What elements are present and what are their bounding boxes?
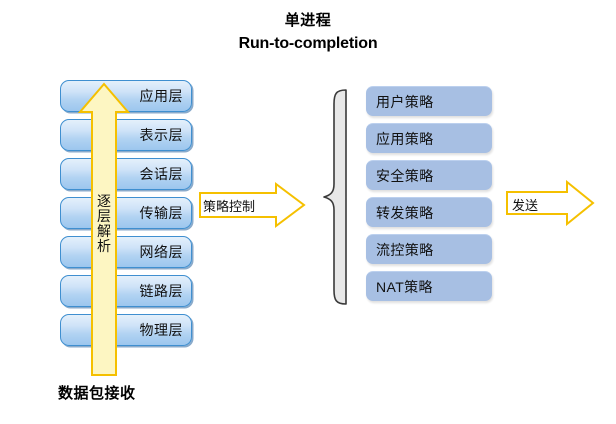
layer-label: 传输层: [139, 205, 183, 221]
send-arrow-label: 发送: [512, 198, 539, 213]
layer-box-session[interactable]: 会话层: [60, 158, 192, 190]
policy-label: 流控策略: [376, 241, 434, 258]
policy-box-forwarding[interactable]: 转发策略: [366, 197, 492, 227]
policy-box-user[interactable]: 用户策略: [366, 86, 492, 116]
parse-char: 逐: [97, 193, 111, 209]
parse-char: 解: [97, 222, 111, 239]
layer-label: 会话层: [139, 166, 183, 182]
policy-label: 转发策略: [376, 204, 434, 221]
layer-label: 链路层: [139, 283, 183, 299]
policy-label: 应用策略: [376, 130, 434, 147]
policy-box-application[interactable]: 应用策略: [366, 123, 492, 153]
packet-receive-caption: 数据包接收: [58, 385, 136, 402]
parse-char: 析: [97, 237, 111, 254]
layer-label: 物理层: [139, 322, 183, 338]
policy-control-arrow-label: 策略控制: [203, 199, 256, 214]
policy-box-security[interactable]: 安全策略: [366, 160, 492, 190]
layer-box-datalink[interactable]: 链路层: [60, 275, 192, 307]
diagram-title: 单进程 Run-to-completion: [0, 10, 616, 55]
policy-box-nat[interactable]: NAT策略: [366, 271, 492, 301]
osi-layer-stack: 应用层 表示层 会话层 传输层 网络层 链路层 物理层: [60, 80, 196, 346]
parse-char: 层: [97, 207, 111, 224]
title-line-chinese: 单进程: [284, 12, 332, 29]
layer-box-transport[interactable]: 传输层: [60, 197, 192, 229]
layer-box-application[interactable]: 应用层: [60, 80, 192, 112]
policy-label: 用户策略: [376, 93, 434, 110]
policy-label: 安全策略: [376, 167, 434, 184]
layer-label: 应用层: [139, 88, 183, 104]
policy-stack: 用户策略 应用策略 安全策略 转发策略 流控策略 NAT策略: [366, 86, 494, 306]
layer-box-presentation[interactable]: 表示层: [60, 119, 192, 151]
layer-label: 网络层: [139, 244, 183, 260]
grouping-brace-icon: [322, 88, 348, 306]
layer-box-physical[interactable]: 物理层: [60, 314, 192, 346]
layer-parse-arrow-icon: 逐 层 解 析: [78, 82, 130, 377]
policy-box-flow-control[interactable]: 流控策略: [366, 234, 492, 264]
policy-label: NAT策略: [376, 278, 433, 295]
layer-box-network[interactable]: 网络层: [60, 236, 192, 268]
layer-label: 表示层: [139, 127, 183, 143]
title-line-english: Run-to-completion: [238, 34, 378, 52]
send-arrow-icon: 发送: [505, 180, 595, 226]
policy-control-arrow-icon: 策略控制: [198, 182, 306, 228]
layer-parse-arrow-label: 逐 层 解 析: [78, 194, 130, 254]
